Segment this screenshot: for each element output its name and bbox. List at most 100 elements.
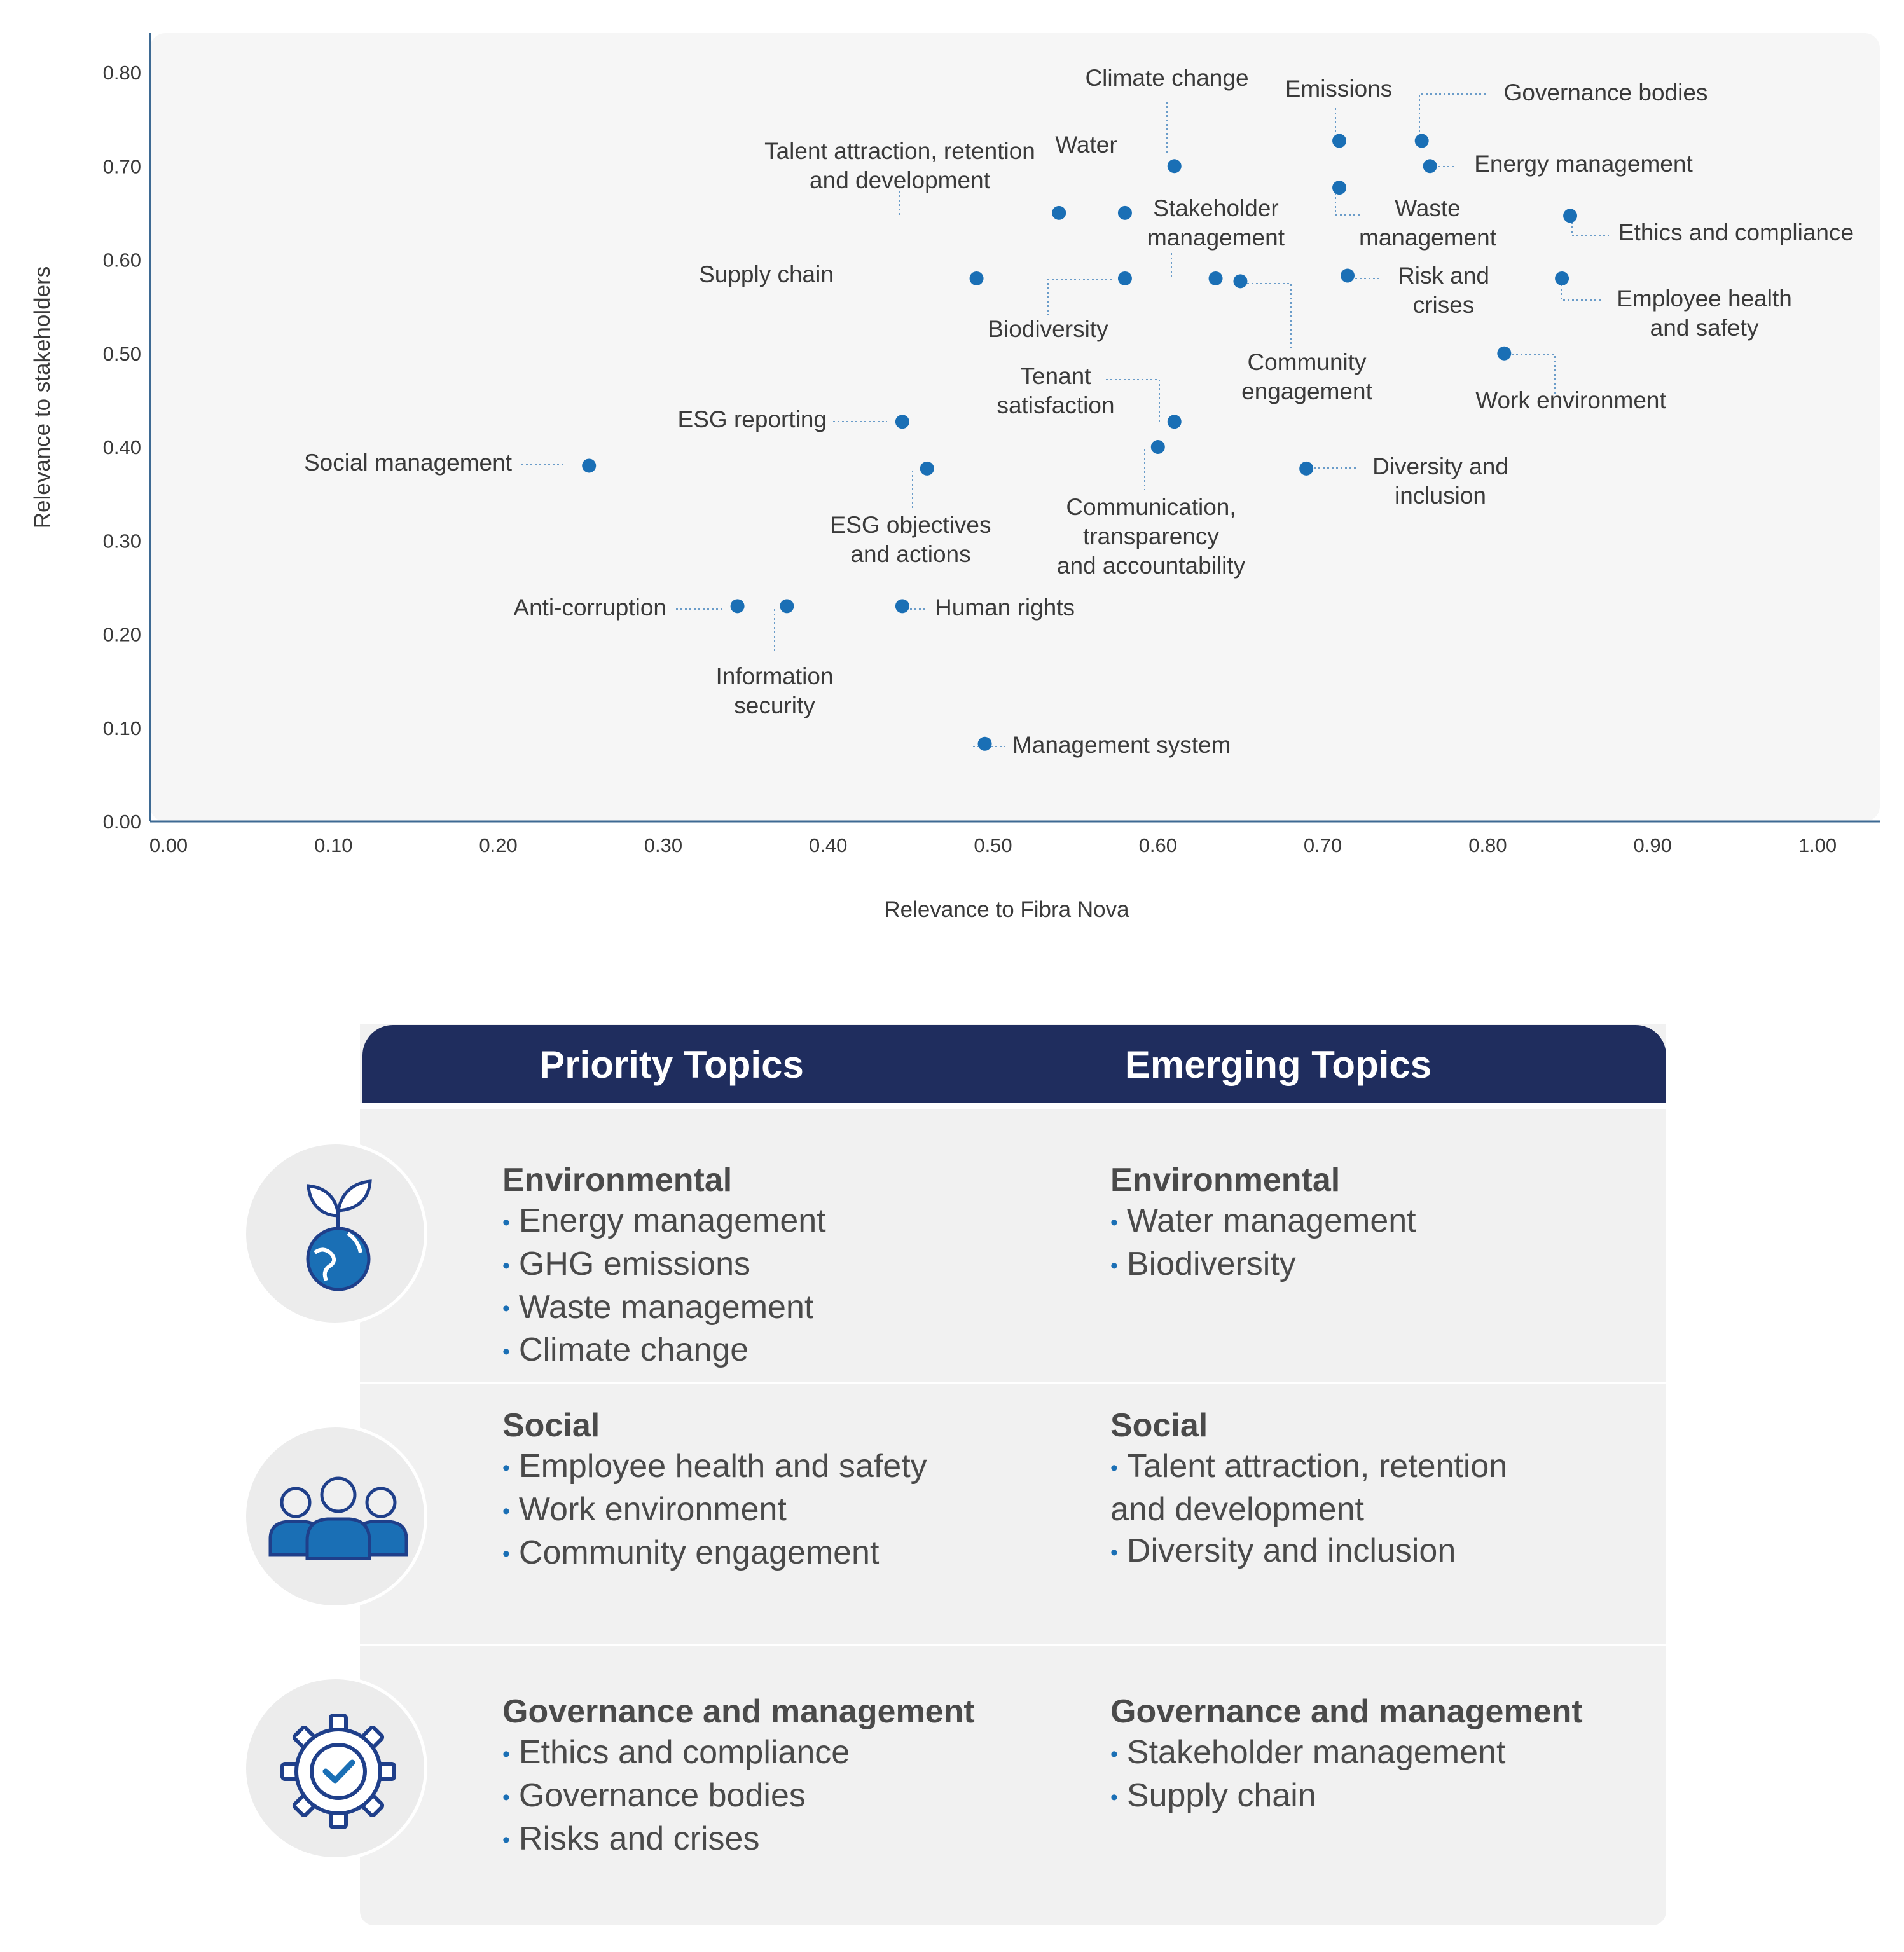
- data-label: Talent attraction, retention: [764, 138, 1035, 164]
- data-point: [895, 415, 909, 429]
- data-label: Diversity and: [1372, 453, 1508, 479]
- data-point: [895, 599, 909, 614]
- plot-area: [150, 33, 1880, 821]
- data-point: [780, 599, 794, 614]
- list-item: •Ethics and compliance: [502, 1734, 850, 1771]
- data-label: inclusion: [1395, 483, 1486, 509]
- data-label: Communication,: [1066, 494, 1236, 520]
- data-point: [1332, 181, 1347, 195]
- data-point: [1563, 209, 1578, 223]
- x-tick-label: 0.00: [149, 834, 188, 856]
- data-point: [1497, 346, 1512, 361]
- y-tick-label: 0.50: [103, 343, 141, 365]
- x-tick-label: 0.20: [479, 834, 517, 856]
- priority-governance-heading: Governance and management: [502, 1693, 975, 1730]
- data-label: management: [1359, 224, 1497, 251]
- row-divider: [360, 1382, 1666, 1384]
- data-point: [1117, 271, 1132, 285]
- leader-line: [1571, 217, 1609, 236]
- x-tick-label: 0.80: [1468, 834, 1507, 856]
- data-label: ESG objectives: [831, 512, 991, 538]
- gear-check-icon: [280, 1714, 396, 1829]
- data-label: Water: [1055, 132, 1117, 158]
- data-label: Governance bodies: [1504, 79, 1708, 106]
- leader-line: [1234, 283, 1292, 350]
- list-item: •GHG emissions: [502, 1245, 750, 1282]
- list-item: •Climate change: [502, 1331, 749, 1369]
- y-tick-label: 0.40: [103, 436, 141, 458]
- list-item: •Stakeholder management: [1110, 1734, 1506, 1771]
- priority-social-heading: Social: [502, 1407, 600, 1444]
- data-labels: Climate change Emissions Governance bodies…: [304, 65, 1854, 758]
- data-point: [1233, 274, 1248, 289]
- leader-line: [1103, 379, 1160, 422]
- data-label: Ethics and compliance: [1618, 219, 1854, 245]
- list-item: •Diversity and inclusion: [1110, 1532, 1456, 1569]
- list-item-continuation: and development: [1110, 1490, 1364, 1528]
- plant-globe-icon: [306, 1179, 372, 1291]
- data-label: Social management: [304, 450, 513, 476]
- materiality-scatter-chart: 0.000.100.200.300.400.500.600.700.80 0.0…: [30, 33, 1880, 922]
- data-point: [730, 599, 745, 614]
- data-label: satisfaction: [997, 392, 1114, 418]
- list-item: •Waste management: [502, 1288, 814, 1326]
- data-point: [1208, 271, 1223, 285]
- data-label: Work environment: [1475, 387, 1666, 413]
- y-tick-label: 0.20: [103, 624, 141, 646]
- data-point: [1555, 271, 1569, 285]
- x-tick-label: 0.70: [1304, 834, 1342, 856]
- list-item: •Water management: [1110, 1202, 1416, 1239]
- governance-icon-circle: [243, 1676, 427, 1860]
- emerging-governance-heading: Governance and management: [1110, 1693, 1583, 1730]
- y-tick-label: 0.30: [103, 530, 141, 552]
- data-label: Energy management: [1474, 151, 1693, 177]
- data-label: and actions: [850, 541, 970, 567]
- row-divider: [360, 1644, 1666, 1646]
- data-point: [1117, 205, 1132, 220]
- emerging-social-list: •Talent attraction, retention and develo…: [1110, 1446, 1507, 1574]
- y-tick-labels: 0.000.100.200.300.400.500.600.700.80: [103, 62, 141, 833]
- data-label: engagement: [1241, 378, 1372, 404]
- priority-social-list: •Employee health and safety •Work enviro…: [502, 1446, 927, 1575]
- data-point: [1414, 134, 1429, 148]
- environmental-icon-circle: [243, 1141, 427, 1326]
- data-point: [1167, 159, 1182, 174]
- data-points: [582, 134, 1578, 751]
- x-tick-label: 0.50: [974, 834, 1012, 856]
- emerging-environmental-heading: Environmental: [1110, 1162, 1341, 1199]
- list-item: •Community engagement: [502, 1534, 880, 1571]
- leader-line: [1047, 279, 1112, 315]
- priority-governance-list: •Ethics and compliance •Governance bodie…: [502, 1732, 850, 1861]
- priority-topics-title: Priority Topics: [539, 1043, 804, 1086]
- data-label: and accountability: [1057, 553, 1246, 579]
- list-item: •Work environment: [502, 1490, 787, 1528]
- priority-environmental-list: •Energy management •GHG emissions •Waste…: [502, 1200, 826, 1373]
- data-point: [969, 271, 984, 285]
- data-label: Management system: [1012, 732, 1231, 758]
- data-label: Stakeholder: [1153, 195, 1278, 221]
- data-label: Community: [1247, 349, 1367, 375]
- data-label: Information: [715, 663, 833, 689]
- list-item: •Biodiversity: [1110, 1245, 1296, 1282]
- data-label: management: [1147, 224, 1285, 251]
- x-axis-title: Relevance to Fibra Nova: [884, 897, 1129, 922]
- social-icon-circle: [243, 1424, 427, 1609]
- list-item: •Supply chain: [1110, 1777, 1316, 1814]
- y-tick-label: 0.70: [103, 155, 141, 177]
- list-item: •Employee health and safety: [502, 1448, 927, 1485]
- topics-header-bar: [362, 1025, 1666, 1103]
- data-label: Anti-corruption: [513, 595, 666, 621]
- priority-environmental-heading: Environmental: [502, 1162, 733, 1199]
- emerging-environmental-list: •Water management •Biodiversity: [1110, 1200, 1416, 1287]
- data-label: Climate change: [1085, 65, 1248, 91]
- leader-line: [1335, 188, 1361, 216]
- data-label: Supply chain: [699, 261, 834, 287]
- data-point: [1423, 159, 1437, 174]
- x-tick-label: 0.40: [809, 834, 847, 856]
- x-tick-label: 0.90: [1634, 834, 1672, 856]
- data-label: Emissions: [1285, 76, 1393, 102]
- data-label: and development: [810, 167, 991, 193]
- data-label: Tenant: [1020, 363, 1091, 389]
- x-tick-label: 0.10: [314, 834, 352, 856]
- data-point: [977, 736, 992, 751]
